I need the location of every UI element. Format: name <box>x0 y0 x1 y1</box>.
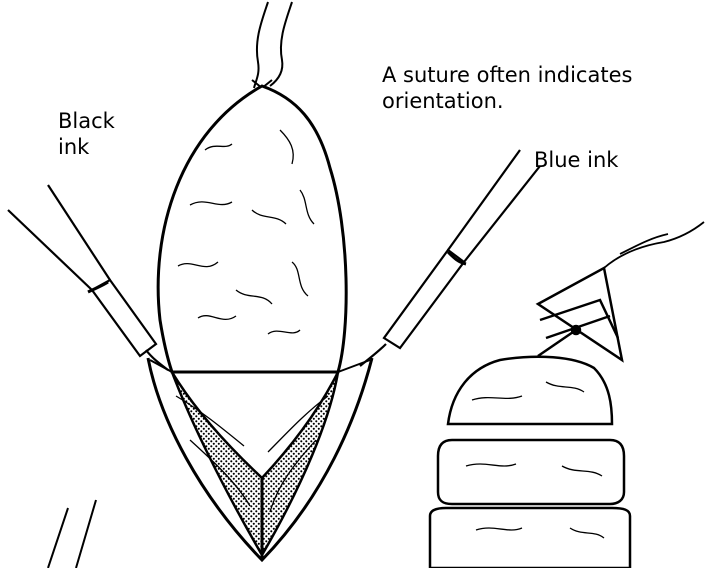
tissue-slice-icon <box>430 357 630 568</box>
ink-applicator-stick-icon <box>48 500 96 568</box>
ink-applicator-stick-icon <box>8 185 168 370</box>
ink-applicator-stick-icon <box>360 150 540 366</box>
blue-ink-label: Blue ink <box>534 147 618 173</box>
suture-orientation-note: A suture often indicates orientation. <box>382 62 632 114</box>
ellipse-skin-specimen-icon <box>148 86 372 560</box>
tissue-slice-icon <box>538 222 704 360</box>
suture-thread-icon <box>252 2 292 88</box>
black-ink-label: Black ink <box>58 108 115 160</box>
